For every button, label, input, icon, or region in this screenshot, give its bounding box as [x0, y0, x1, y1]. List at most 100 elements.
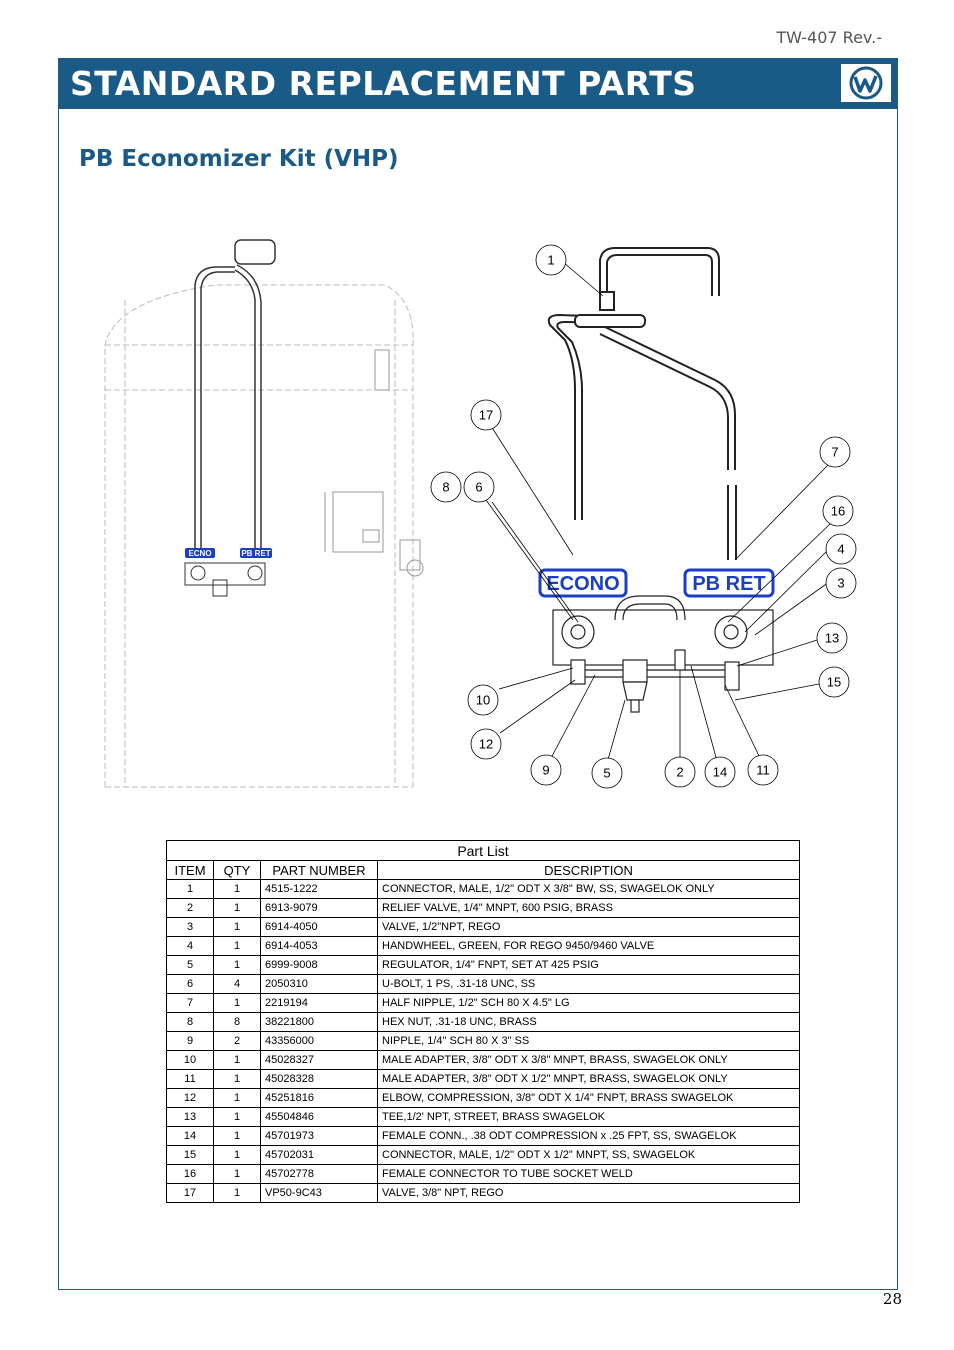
callout-1: 1 [535, 244, 567, 276]
table-cell: MALE ADAPTER, 3/8" ODT X 3/8" MNPT, BRAS… [377, 1050, 800, 1070]
table-cell: 1 [213, 917, 261, 937]
table-cell: 6 [166, 974, 214, 994]
table-cell: 1 [213, 879, 261, 899]
table-cell: 6914-4050 [260, 917, 378, 937]
table-cell: 9 [166, 1031, 214, 1051]
table-cell: 1 [213, 1107, 261, 1127]
table-cell: 4 [166, 936, 214, 956]
svg-text:4: 4 [837, 542, 844, 557]
svg-text:ECNO: ECNO [188, 549, 211, 558]
left-manifold [184, 562, 266, 597]
callout-5: 5 [591, 757, 623, 789]
callout-14: 14 [704, 756, 736, 788]
table-cell: 1 [213, 1126, 261, 1146]
table-cell: RELIEF VALVE, 1/4" MNPT, 600 PSIG, BRASS [377, 898, 800, 918]
callout-10: 10 [467, 684, 499, 716]
column-header-description: DESCRIPTION [377, 860, 800, 880]
callout-13: 13 [816, 622, 848, 654]
assembly-drawing: ECNO PB RET ECONO [104, 239, 857, 789]
table-cell: 45028328 [260, 1069, 378, 1089]
table-cell: 1 [213, 1050, 261, 1070]
table-cell: 5 [166, 955, 214, 975]
table-cell: 15 [166, 1145, 214, 1165]
table-cell: 10 [166, 1050, 214, 1070]
callout-3: 3 [825, 567, 857, 599]
column-header-item: ITEM [166, 860, 214, 880]
right-panel [552, 595, 774, 713]
svg-text:3: 3 [837, 576, 844, 591]
svg-text:13: 13 [825, 631, 839, 646]
table-cell: 1 [166, 879, 214, 899]
table-cell: 45251816 [260, 1088, 378, 1108]
left-tubing [194, 239, 276, 550]
table-cell: NIPPLE, 1/4" SCH 80 X 3" SS [377, 1031, 800, 1051]
table-cell: 7 [166, 993, 214, 1013]
table-cell: VP50-9C43 [260, 1183, 378, 1203]
table-cell: FEMALE CONNECTOR TO TUBE SOCKET WELD [377, 1164, 800, 1184]
svg-text:ECONO: ECONO [546, 573, 619, 595]
svg-text:2: 2 [676, 765, 683, 780]
table-cell: 17 [166, 1183, 214, 1203]
svg-text:16: 16 [831, 504, 845, 519]
callout-17: 17 [470, 399, 502, 431]
table-cell: 1 [213, 955, 261, 975]
svg-text:11: 11 [756, 763, 770, 778]
table-cell: VALVE, 3/8" NPT, REGO [377, 1183, 800, 1203]
table-cell: CONNECTOR, MALE, 1/2" ODT X 1/2" MNPT, S… [377, 1145, 800, 1165]
callout-7: 7 [819, 436, 851, 468]
svg-text:6: 6 [475, 480, 482, 495]
right-label-pbret: PB RET [683, 568, 775, 598]
table-cell: ELBOW, COMPRESSION, 3/8" ODT X 1/4" FNPT… [377, 1088, 800, 1108]
left-label-econo: ECNO [185, 548, 215, 558]
table-cell: 2050310 [260, 974, 378, 994]
table-cell: 45701973 [260, 1126, 378, 1146]
leader-lines [485, 261, 832, 764]
parts-list-table: Part List ITEM QTY PART NUMBER DESCRIPTI… [166, 840, 800, 1203]
callout-9: 9 [530, 754, 562, 786]
svg-text:7: 7 [831, 445, 838, 460]
svg-text:14: 14 [713, 765, 727, 780]
svg-text:15: 15 [827, 675, 841, 690]
table-cell: 2 [166, 898, 214, 918]
callout-11: 11 [747, 754, 779, 786]
table-cell: 45028327 [260, 1050, 378, 1070]
svg-text:9: 9 [542, 763, 549, 778]
table-cell: VALVE, 1/2"NPT, REGO [377, 917, 800, 937]
table-cell: 43356000 [260, 1031, 378, 1051]
table-cell: 1 [213, 1164, 261, 1184]
table-cell: 45702031 [260, 1145, 378, 1165]
table-cell: 6999-9008 [260, 955, 378, 975]
callout-2: 2 [664, 756, 696, 788]
document-code: TW-407 Rev.- [776, 28, 882, 47]
tank-side-details [324, 349, 424, 577]
table-cell: 1 [213, 898, 261, 918]
table-cell: 8 [213, 1012, 261, 1032]
section-title: PB Economizer Kit (VHP) [79, 146, 399, 172]
table-cell: 4515-1222 [260, 879, 378, 899]
table-cell: HANDWHEEL, GREEN, FOR REGO 9450/9460 VAL… [377, 936, 800, 956]
left-label-pbret: PB RET [240, 548, 272, 558]
page-number: 28 [882, 1290, 902, 1308]
table-cell: 38221800 [260, 1012, 378, 1032]
table-cell: MALE ADAPTER, 3/8" ODT X 1/2" MNPT, BRAS… [377, 1069, 800, 1089]
title-banner: STANDARD REPLACEMENT PARTS [58, 58, 898, 109]
table-cell: 1 [213, 993, 261, 1013]
table-cell: HALF NIPPLE, 1/2" SCH 80 X 4.5" LG [377, 993, 800, 1013]
svg-text:17: 17 [479, 408, 493, 423]
table-cell: 2 [213, 1031, 261, 1051]
table-cell: 11 [166, 1069, 214, 1089]
callout-8: 8 [430, 471, 462, 503]
